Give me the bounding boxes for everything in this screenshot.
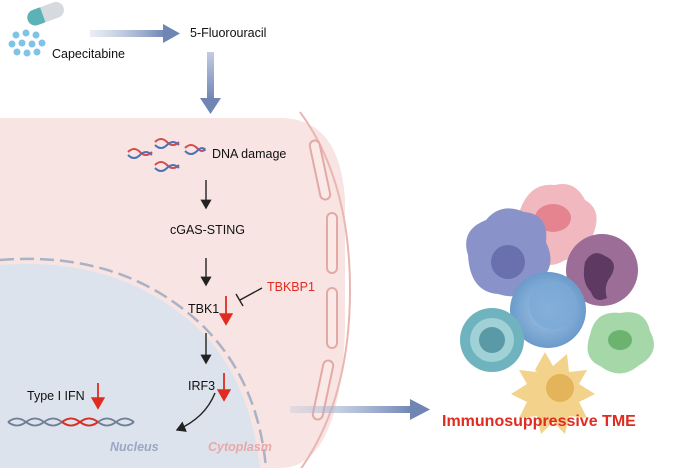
cgas-sting-label: cGAS-STING bbox=[170, 223, 246, 237]
irf3-label: IRF3 bbox=[188, 379, 216, 393]
immune-cells-icon bbox=[460, 184, 654, 434]
inhibition-symbol bbox=[235, 287, 263, 307]
immunosuppressive-tme-label: Immunosuppressive TME bbox=[442, 413, 636, 430]
type-i-ifn-label: Type I IFN bbox=[27, 389, 85, 403]
capecitabine-label: Capecitabine bbox=[52, 47, 125, 61]
5fu-to-cell-arrow bbox=[200, 52, 221, 114]
nucleus bbox=[0, 257, 268, 468]
dna-fragments-icon bbox=[127, 138, 206, 172]
capsule-icon bbox=[27, 1, 64, 26]
capecitabine-to-5fu-arrow bbox=[90, 24, 180, 43]
nucleus-label: Nucleus bbox=[110, 440, 159, 454]
cell-to-tme-arrow bbox=[290, 399, 430, 420]
pills-icon bbox=[8, 29, 46, 57]
tbkbp1-label: TBKBP1 bbox=[267, 280, 315, 294]
pathway-arrows bbox=[175, 180, 216, 432]
dna-damage-label: DNA damage bbox=[212, 147, 287, 161]
fluorouracil-label: 5-Fluorouracil bbox=[190, 26, 267, 40]
tbk1-label: TBK1 bbox=[188, 302, 220, 316]
decrease-arrows bbox=[90, 296, 234, 410]
dna-helix-icon bbox=[7, 417, 135, 427]
cytoplasm-label: Cytoplasm bbox=[208, 440, 272, 454]
